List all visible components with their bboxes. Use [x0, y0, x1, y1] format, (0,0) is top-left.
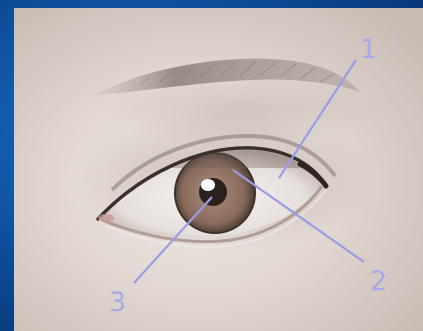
callout-label-2: 2	[370, 266, 387, 297]
callout-label-3: 3	[109, 287, 126, 318]
catchlight	[201, 179, 215, 191]
callout-label-1: 1	[360, 34, 377, 65]
inner-corner	[98, 214, 114, 222]
